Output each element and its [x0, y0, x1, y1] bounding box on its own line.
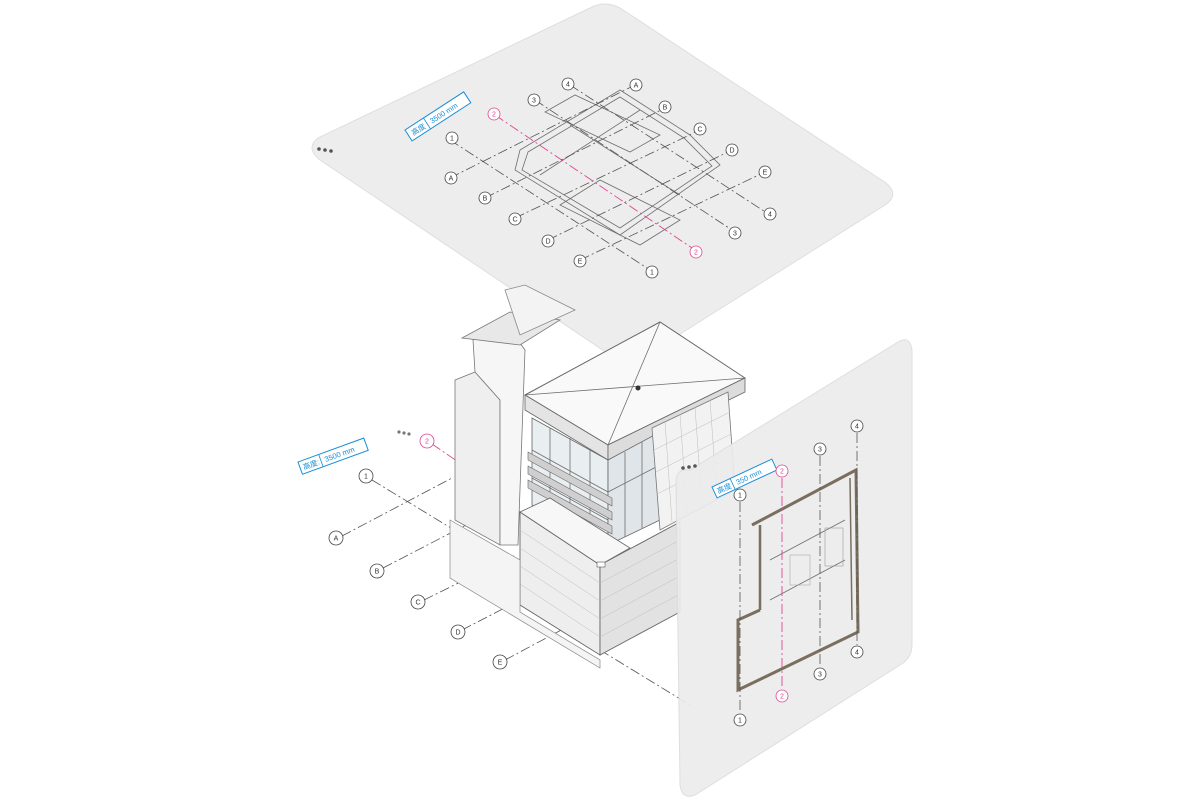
brick-base [519, 497, 681, 656]
roof-drain-icon [635, 385, 641, 391]
side-axis-bubble-4-end[interactable]: 4 [850, 645, 864, 659]
svg-text:B: B [663, 105, 668, 112]
top-axis-bubble-b-end[interactable]: B [658, 100, 672, 114]
svg-text:4: 4 [855, 424, 859, 431]
side-section-panel[interactable]: 高度 350 mm 1 1 2 [675, 339, 913, 797]
side-axis-bubble-1-end[interactable]: 1 [733, 713, 747, 727]
svg-text:E: E [498, 660, 503, 667]
svg-text:B: B [483, 196, 488, 203]
svg-text:E: E [578, 259, 583, 266]
svg-text:3: 3 [818, 672, 822, 679]
left-height-tag[interactable]: 高度: 3500 mm [297, 437, 369, 475]
top-axis-bubble-3-end[interactable]: 3 [728, 226, 742, 240]
top-axis-bubble-c[interactable]: C [508, 212, 522, 226]
svg-text:4: 4 [768, 212, 772, 219]
svg-text:2: 2 [780, 694, 784, 701]
left-window-dots-icon[interactable] [397, 430, 411, 436]
section-walls [736, 467, 860, 693]
top-axis-bubble-2-end[interactable]: 2 [689, 245, 703, 259]
svg-text:3: 3 [532, 98, 536, 105]
svg-text:1: 1 [364, 474, 368, 481]
left-axis-bubble-b[interactable]: B [369, 563, 385, 579]
top-axis-bubble-c-end[interactable]: C [693, 122, 707, 136]
left-axis-bubble-1[interactable]: 1 [358, 468, 374, 484]
svg-text:3: 3 [733, 231, 737, 238]
side-axis-bubble-2[interactable]: 2 [775, 464, 789, 478]
svg-text:A: A [634, 83, 639, 90]
svg-text:1: 1 [450, 136, 454, 143]
top-axis-bubble-e-end[interactable]: E [758, 165, 772, 179]
side-axis-bubble-3-end[interactable]: 3 [813, 667, 827, 681]
top-axis-bubble-d-end[interactable]: D [725, 143, 739, 157]
left-axis-bubble-c[interactable]: C [410, 594, 426, 610]
svg-text:4: 4 [566, 82, 570, 89]
svg-text:1: 1 [738, 493, 742, 500]
side-axis-bubble-2-end[interactable]: 2 [775, 689, 789, 703]
svg-text:C: C [697, 127, 702, 134]
left-axis-bubble-d[interactable]: D [450, 624, 466, 640]
top-axis-bubble-4-end[interactable]: 4 [763, 207, 777, 221]
svg-text:4: 4 [855, 650, 859, 657]
svg-text:B: B [375, 569, 380, 576]
svg-text:1: 1 [738, 718, 742, 725]
left-axis-bubble-a[interactable]: A [328, 530, 344, 546]
top-axis-bubble-a-end[interactable]: A [629, 78, 643, 92]
left-axis-bubble-e[interactable]: E [492, 654, 508, 670]
svg-text:C: C [512, 217, 517, 224]
svg-text:D: D [545, 239, 550, 246]
top-axis-bubble-b[interactable]: B [478, 191, 492, 205]
svg-text:A: A [334, 536, 339, 543]
top-axis-bubble-2[interactable]: 2 [487, 107, 501, 121]
top-axis-bubble-1-end[interactable]: 1 [645, 265, 659, 279]
building-model[interactable] [449, 284, 747, 669]
window-dots-icon[interactable] [317, 147, 333, 153]
side-axis-bubble-1[interactable]: 1 [733, 488, 747, 502]
top-axis-bubble-d[interactable]: D [541, 234, 555, 248]
svg-text:1: 1 [650, 270, 654, 277]
top-plan-outline [514, 89, 721, 246]
top-axis-bubble-e[interactable]: E [573, 254, 587, 268]
top-axis-bubble-3[interactable]: 3 [527, 93, 541, 107]
svg-text:D: D [729, 148, 734, 155]
side-axis-bubble-3[interactable]: 3 [813, 442, 827, 456]
side-axis-bubble-4[interactable]: 4 [850, 419, 864, 433]
top-axis-bubble-4[interactable]: 4 [561, 77, 575, 91]
svg-text:2: 2 [492, 112, 496, 119]
svg-text:C: C [415, 600, 420, 607]
svg-text:D: D [455, 630, 460, 637]
svg-text:E: E [763, 170, 768, 177]
svg-text:2: 2 [694, 250, 698, 257]
svg-text:3: 3 [818, 447, 822, 454]
svg-text:A: A [449, 176, 454, 183]
louvre-band [527, 451, 613, 535]
top-axis-bubble-1[interactable]: 1 [445, 131, 459, 145]
top-plan-panel[interactable]: 高度 3500 mm 1 [311, 3, 894, 363]
svg-text:2: 2 [425, 439, 429, 446]
side-window-dots-icon[interactable] [681, 464, 697, 470]
left-axis-bubble-2[interactable]: 2 [419, 433, 435, 449]
top-axis-bubble-a[interactable]: A [444, 171, 458, 185]
top-grid-lines [449, 84, 771, 271]
svg-text:2: 2 [780, 469, 784, 476]
